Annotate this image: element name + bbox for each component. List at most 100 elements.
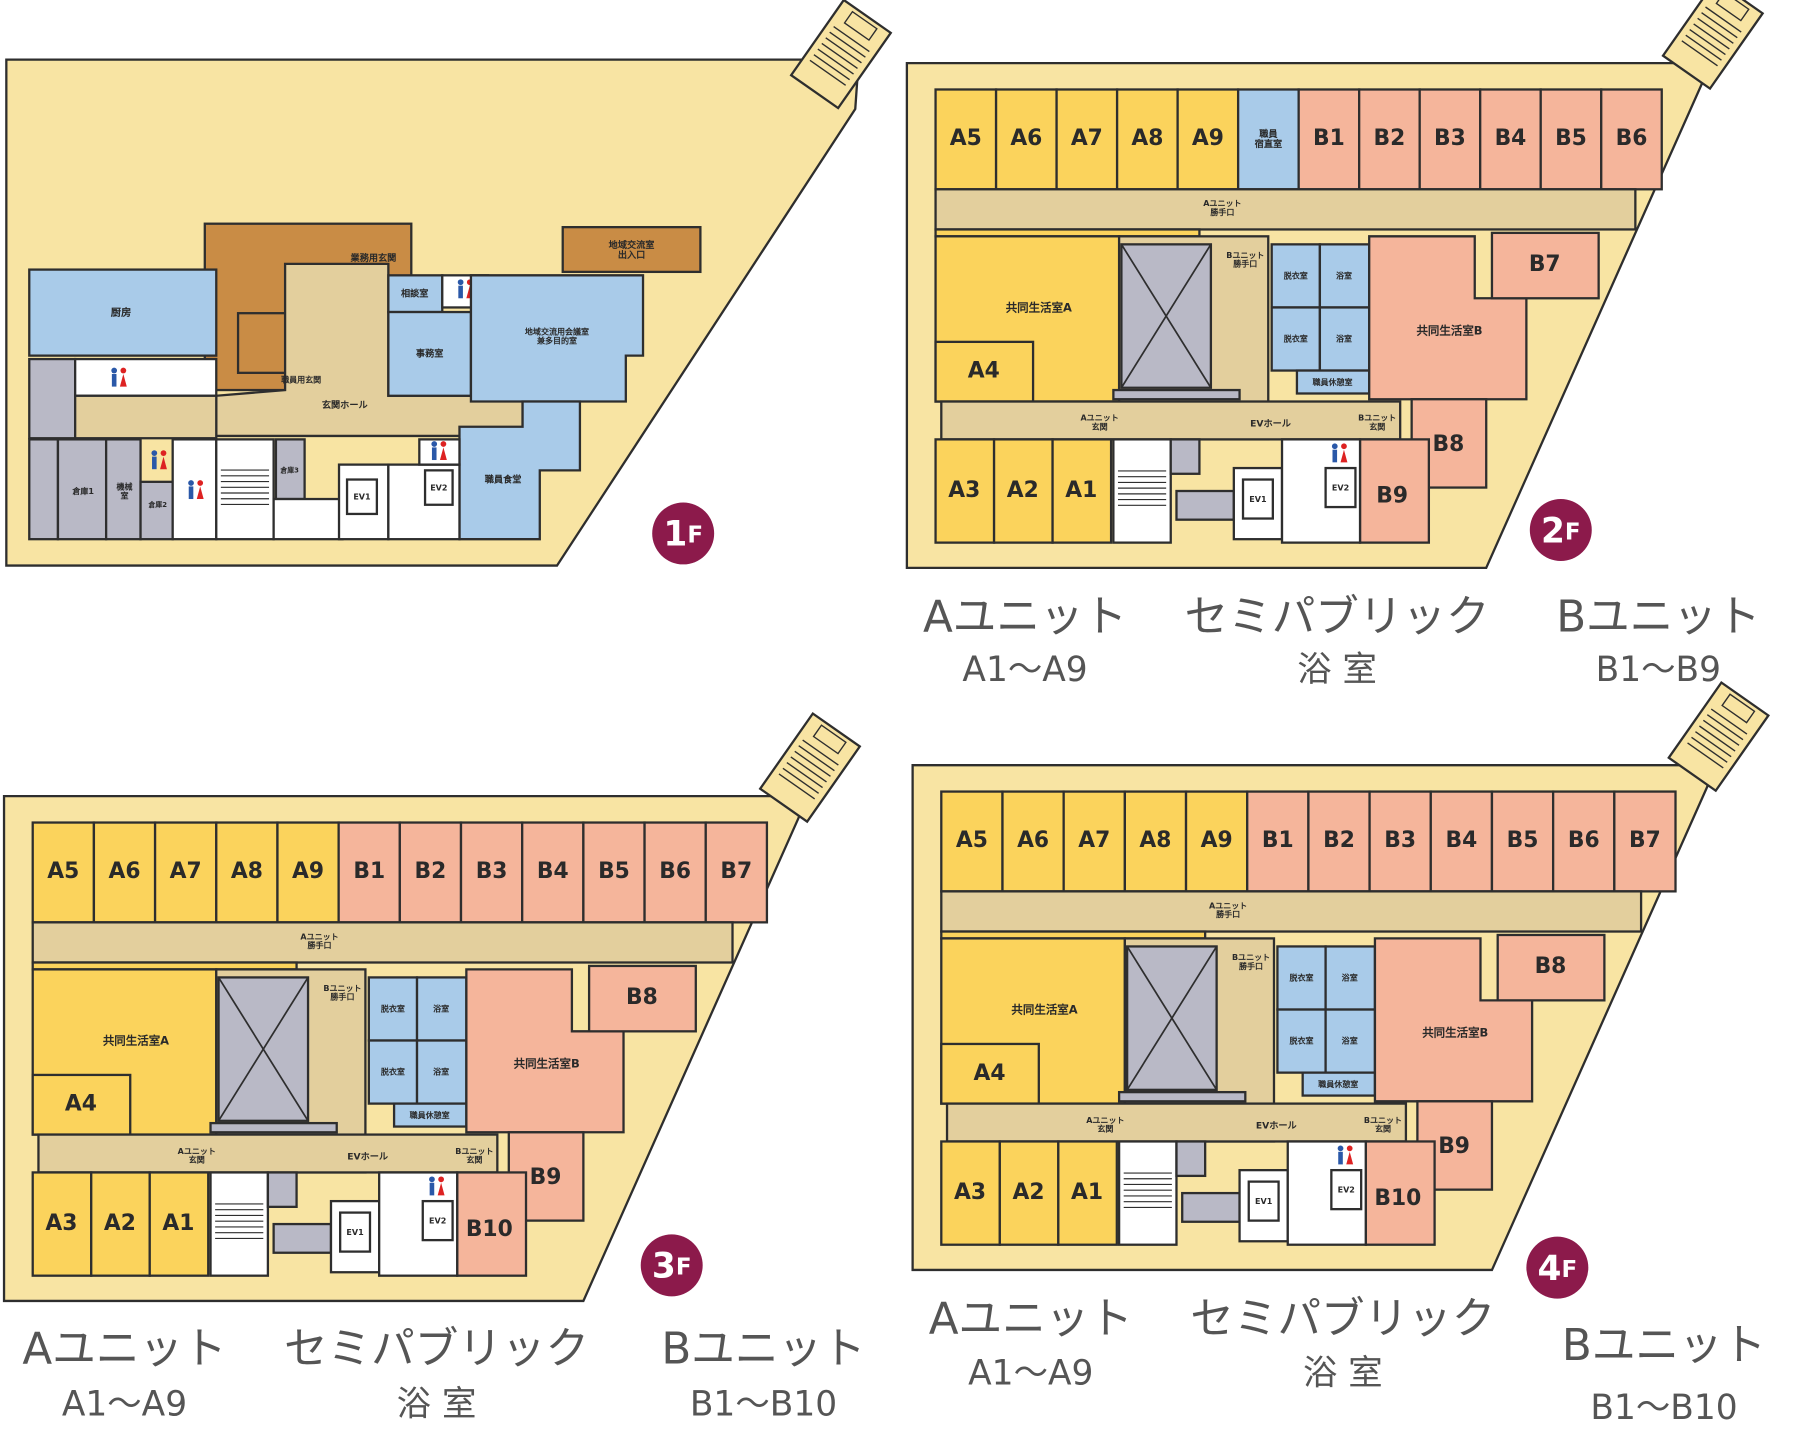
bath-2-label: 浴室 bbox=[433, 1066, 449, 1076]
ev2-label: EV2 bbox=[1332, 483, 1349, 492]
unit-a6 bbox=[1001, 790, 1065, 893]
toilet-1f-c bbox=[171, 438, 218, 541]
community-entrance bbox=[561, 225, 702, 274]
floor-badge-4f-label: 4F bbox=[1538, 1248, 1578, 1288]
ev-hall-label: EVホール bbox=[1250, 418, 1291, 429]
ev-hall bbox=[940, 400, 1402, 441]
living-room-b-label: 共同生活室B bbox=[1416, 323, 1482, 337]
storage-left bbox=[28, 357, 77, 440]
ev2 bbox=[1330, 1168, 1363, 1211]
unit-label: B8 bbox=[1432, 432, 1464, 457]
unit-label: B8 bbox=[626, 985, 658, 1010]
unit-b1 bbox=[1297, 88, 1361, 191]
unit-label: B7 bbox=[720, 859, 752, 884]
bath-2-label: 浴室 bbox=[1342, 1035, 1358, 1045]
corridor-left bbox=[74, 394, 218, 440]
unit-a4 bbox=[934, 340, 1035, 403]
caption-title: Aユニット bbox=[929, 1295, 1133, 1345]
unit-label: A8 bbox=[1131, 126, 1163, 151]
living-room-b-label: 共同生活室B bbox=[1422, 1025, 1488, 1039]
unit-a5 bbox=[934, 88, 998, 191]
unit-label: A6 bbox=[1017, 828, 1049, 853]
stair-tower bbox=[1667, 680, 1770, 793]
ev1-label: EV1 bbox=[346, 1228, 364, 1237]
unit-label: A6 bbox=[108, 859, 140, 884]
ev-hall bbox=[945, 1102, 1408, 1143]
a-back-door-label: Aユニット勝手口 bbox=[1203, 199, 1241, 217]
unit-b7 bbox=[704, 821, 769, 924]
unit-b1 bbox=[337, 821, 401, 924]
unit-label: A6 bbox=[1010, 126, 1042, 151]
caption-subtitle: B1〜B10 bbox=[1590, 1387, 1737, 1427]
caption-title: Bユニット bbox=[1556, 592, 1760, 642]
ev1 bbox=[339, 1211, 372, 1253]
ev-hall bbox=[37, 1133, 499, 1174]
toilet-1f-d bbox=[418, 438, 461, 466]
unit-label: B8 bbox=[1535, 954, 1567, 979]
unit-label: A8 bbox=[231, 859, 263, 884]
unit-label: 職員宿直室 bbox=[1255, 127, 1282, 149]
business-entrance-label: 業務用玄関 bbox=[350, 252, 397, 264]
dressing-room-2 bbox=[1276, 1008, 1327, 1074]
unit-b2 bbox=[1307, 790, 1371, 893]
unit-label: B4 bbox=[1495, 126, 1527, 151]
unit-label: A3 bbox=[954, 1180, 986, 1205]
floor-badge-4f bbox=[1526, 1236, 1589, 1299]
unit-label: A3 bbox=[948, 478, 980, 503]
staff-rest-label: 職員休憩室 bbox=[410, 1110, 450, 1120]
ev2-label: EV2 bbox=[430, 483, 447, 492]
unit-label: A5 bbox=[956, 828, 988, 853]
unit-staff-room bbox=[1236, 88, 1300, 191]
living-room-a-label: 共同生活室A bbox=[1011, 1002, 1077, 1016]
unit-a4 bbox=[31, 1073, 132, 1136]
living-room-b-label: 共同生活室B bbox=[514, 1056, 580, 1070]
unit-label: B3 bbox=[1434, 126, 1466, 151]
unit-b3 bbox=[1368, 790, 1432, 893]
unit-a7 bbox=[1055, 88, 1119, 191]
dressing-2-label: 脱衣室 bbox=[1289, 1035, 1313, 1045]
unit-label: A2 bbox=[104, 1211, 136, 1236]
ev2 bbox=[421, 1199, 454, 1242]
caption-subtitle: 浴 室 bbox=[397, 1384, 477, 1424]
staff-rest-label: 職員休憩室 bbox=[1312, 377, 1352, 387]
unit-b1 bbox=[1246, 790, 1310, 893]
toilet-icon bbox=[431, 441, 447, 461]
ev1 bbox=[1241, 478, 1274, 520]
community-room bbox=[469, 274, 645, 403]
unit-label: B5 bbox=[598, 859, 630, 884]
b-entrance-label: Bユニット玄関 bbox=[1358, 413, 1396, 431]
unit-label: B3 bbox=[476, 859, 508, 884]
staff-entrance-label: 職員用玄関 bbox=[281, 374, 321, 384]
ev1-label: EV1 bbox=[1255, 1197, 1273, 1206]
unit-label: B7 bbox=[1529, 252, 1561, 277]
unit-b7 bbox=[1613, 790, 1677, 893]
bath-1-label: 浴室 bbox=[433, 1003, 449, 1013]
dressing-room-1 bbox=[367, 976, 419, 1042]
storage-2-label: 倉庫2 bbox=[147, 500, 167, 509]
storage-2 bbox=[139, 480, 174, 541]
storage-3-label: 倉庫3 bbox=[279, 465, 299, 474]
unit-label: B9 bbox=[1376, 484, 1408, 509]
toilet-1f-b bbox=[74, 357, 218, 397]
unit-label: B1 bbox=[353, 859, 385, 884]
caption-subtitle: 浴 室 bbox=[1303, 1353, 1383, 1393]
caption-subtitle: A1〜A9 bbox=[962, 650, 1087, 690]
storage-edge bbox=[28, 438, 60, 541]
toilet-icon bbox=[1337, 1145, 1354, 1165]
office-label: 事務室 bbox=[416, 347, 443, 359]
hall-white bbox=[272, 497, 344, 541]
dressing-1-label: 脱衣室 bbox=[381, 1003, 405, 1013]
stairs-1f bbox=[215, 438, 275, 541]
bathroom-2 bbox=[1324, 1008, 1377, 1074]
b-entrance-label: Bユニット玄関 bbox=[455, 1146, 493, 1164]
dressing-2-label: 脱衣室 bbox=[381, 1066, 405, 1076]
caption-subtitle: A1〜A9 bbox=[968, 1353, 1093, 1393]
unit-label: A5 bbox=[47, 859, 79, 884]
unit-label: A2 bbox=[1012, 1180, 1044, 1205]
unit-label: A9 bbox=[1192, 126, 1224, 151]
storage-a bbox=[266, 1171, 298, 1209]
caption-title: Bユニット bbox=[661, 1324, 865, 1374]
caption-subtitle: 浴 室 bbox=[1297, 650, 1377, 690]
toilet-icon bbox=[188, 480, 204, 500]
